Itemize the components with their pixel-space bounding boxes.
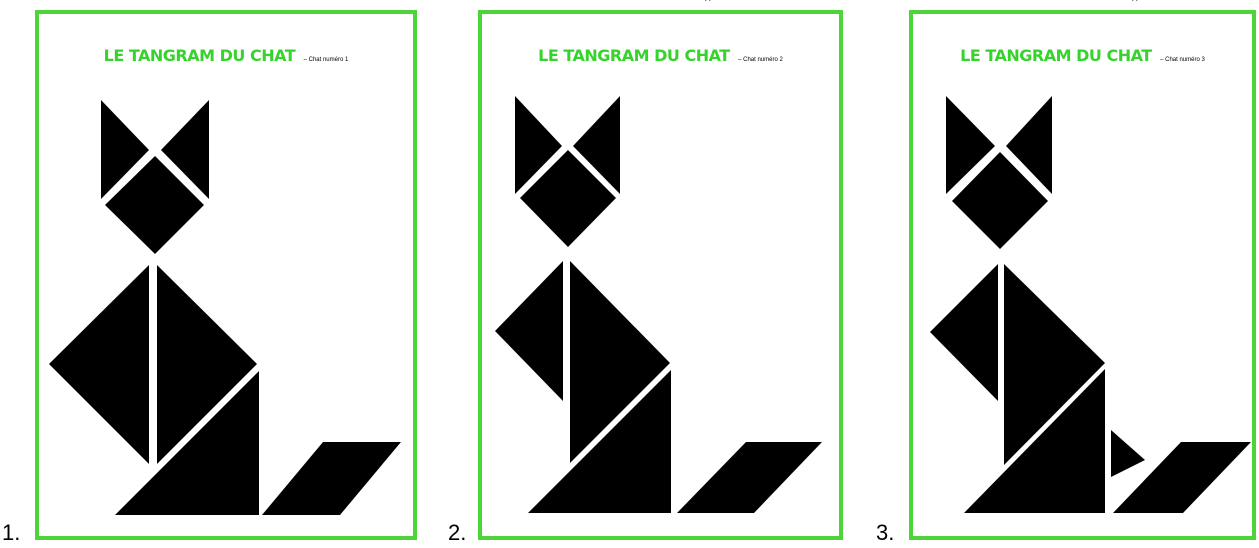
tail-parallelogram-piece bbox=[262, 442, 401, 515]
tangram-cat-2 bbox=[482, 14, 847, 544]
tangram-cat-3 bbox=[913, 14, 1259, 544]
card-number-3: 3. bbox=[876, 520, 894, 546]
tangram-cat-1 bbox=[39, 14, 421, 544]
body-left-triangle-piece bbox=[49, 265, 149, 464]
card-number-1: 1. bbox=[2, 520, 20, 546]
top-edge-mark: ʻ ʻ bbox=[705, 0, 711, 7]
tangram-card-2: LE TANGRAM DU CHAT – Chat numéro 2 bbox=[478, 10, 843, 540]
tail-parallelogram-piece bbox=[677, 442, 822, 513]
body-small-triangle-piece bbox=[930, 264, 998, 401]
tail-small-triangle-piece bbox=[1111, 430, 1145, 477]
body-small-triangle-piece bbox=[495, 261, 563, 401]
top-edge-mark: ʻ ʻ bbox=[1132, 0, 1138, 7]
tangram-card-1: LE TANGRAM DU CHAT – Chat numéro 1 bbox=[35, 10, 417, 540]
tangram-card-3: LE TANGRAM DU CHAT – Chat numéro 3 bbox=[909, 10, 1256, 540]
card-number-2: 2. bbox=[448, 520, 466, 546]
